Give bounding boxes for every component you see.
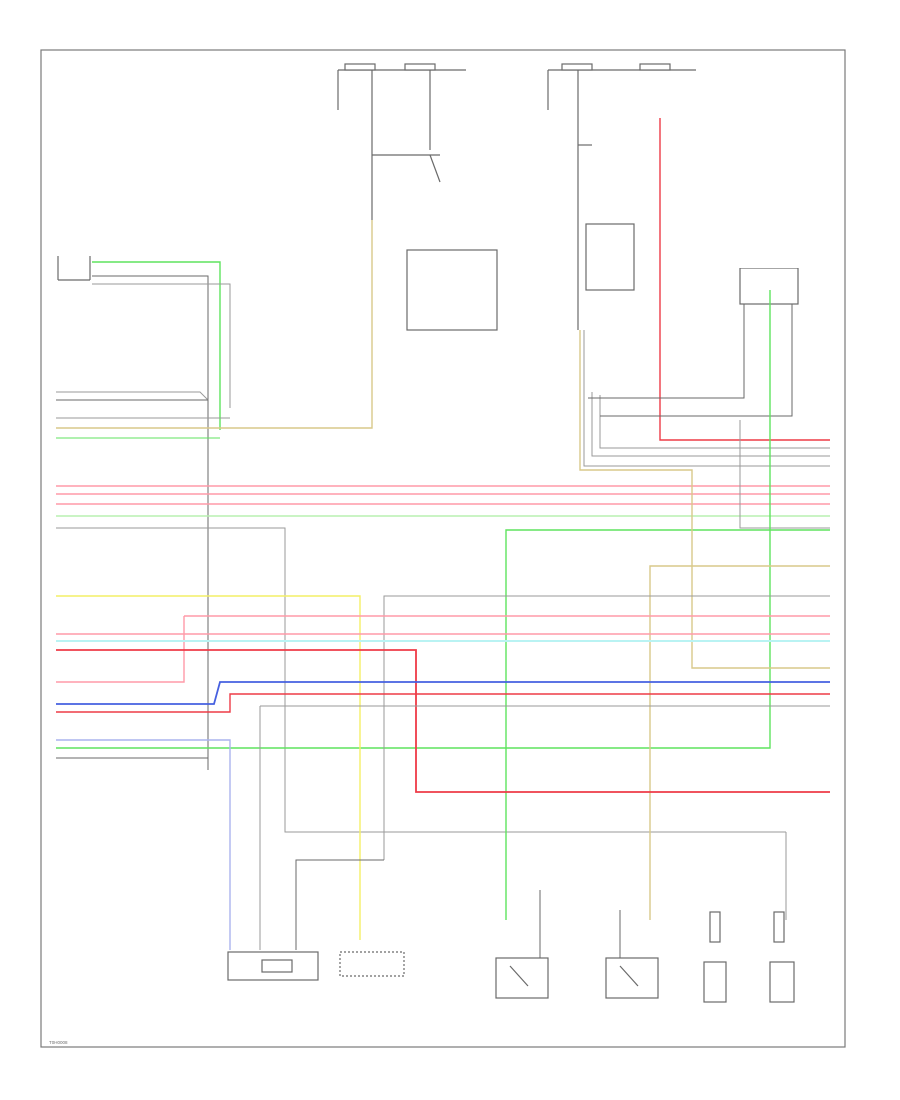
connector-box-right (739, 267, 799, 305)
wire-light-blue (56, 739, 231, 950)
relay-box-center (406, 249, 498, 331)
wire-red-right (659, 118, 830, 441)
wire-red-lower (56, 649, 830, 793)
wire-black-top (92, 275, 209, 770)
component-sensor-1 (227, 951, 319, 981)
wire-gray-top (92, 283, 231, 408)
diagram-id: T0H0008 (49, 1040, 68, 1045)
wire-green-top (92, 261, 221, 430)
wire-tan-left (56, 220, 373, 429)
relay-box-right (585, 223, 635, 291)
component-valve-1 (703, 911, 727, 1003)
diagram-frame (40, 49, 846, 1048)
wire-tan-mid (649, 565, 830, 920)
component-switch-2 (495, 957, 549, 999)
connector-top-right (738, 232, 810, 268)
module-left-bracket (57, 256, 91, 281)
wire-blue (56, 681, 830, 705)
wire-layer (56, 118, 830, 960)
wire-green-right (56, 290, 771, 749)
fuse-block-group-right (547, 63, 696, 330)
component-valve-2 (769, 911, 795, 1003)
fuse-block-group-left (337, 63, 466, 220)
wire-green-mid (505, 529, 830, 920)
component-switch-1 (339, 951, 405, 977)
component-switch-3 (605, 957, 659, 999)
wire-yellow (56, 595, 361, 940)
